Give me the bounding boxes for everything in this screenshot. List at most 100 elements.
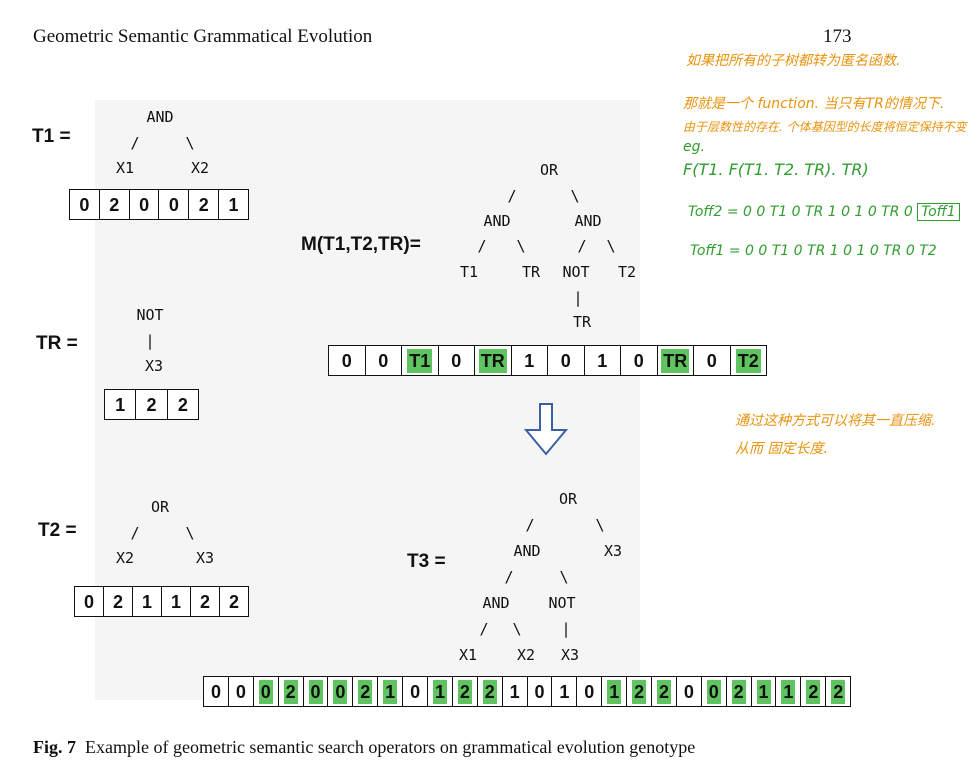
tree-t3-edge-3: / — [504, 568, 514, 586]
tree-m-edge-6: \ — [606, 237, 616, 255]
genotype-value: TR — [478, 348, 507, 373]
genotype-value: 0 — [584, 681, 595, 702]
genotype-value: 2 — [112, 591, 123, 612]
genotype-cell: 1 — [219, 190, 248, 219]
genotype-cell: 2 — [801, 677, 827, 706]
genotype-value: 0 — [333, 679, 348, 704]
tree-t3-edge-5: / — [479, 620, 489, 638]
handwritten-note-9: 从而 固定长度. — [735, 441, 828, 457]
genotype-cell: 2 — [826, 677, 850, 706]
genotype-value: 2 — [199, 591, 210, 612]
figure-caption: Fig. 7 Example of geometric semantic sea… — [33, 737, 695, 758]
genotype-value: T1 — [407, 348, 433, 373]
genotype-value: 2 — [457, 679, 472, 704]
genotype-value: 0 — [79, 194, 90, 215]
genotype-value: 0 — [341, 350, 352, 371]
genotype-cell: 2 — [168, 390, 198, 419]
genotype-value: 1 — [559, 681, 570, 702]
genotype-cell: 1 — [503, 677, 528, 706]
genotype-value: 1 — [170, 591, 181, 612]
genotype-value: 0 — [706, 350, 717, 371]
tree-m-edge-5: / — [577, 237, 587, 255]
genotype-cell: 1 — [105, 390, 137, 419]
tree-t3-and2: AND — [482, 594, 510, 612]
genotype-value: 0 — [560, 350, 571, 371]
genotype-cell: 2 — [191, 587, 220, 616]
tree-m-root: OR — [539, 161, 559, 179]
tree-m-edge-2: \ — [570, 187, 580, 205]
tree-t1-left: X1 — [115, 159, 135, 177]
genotype-value: 1 — [524, 350, 535, 371]
genotype-cell: 1 — [378, 677, 404, 706]
genotype-value: 0 — [235, 681, 246, 702]
genotype-cell: 1 — [512, 346, 548, 375]
tree-t2-edge-right: \ — [185, 524, 195, 542]
genotype-value: TR — [661, 348, 690, 373]
tree-m-edge-4: \ — [516, 237, 526, 255]
handwritten-note-6: Toff2 = 0 0 T1 0 TR 1 0 1 0 TR 0 Toff1 — [688, 203, 960, 221]
genotype-value: 2 — [283, 679, 298, 704]
genotype-cell: 2 — [220, 587, 248, 616]
tree-m-tr-child: TR — [572, 313, 592, 331]
genotype-value: 0 — [168, 194, 179, 215]
tree-t3-edge-4: \ — [559, 568, 569, 586]
genotype-value: 1 — [383, 679, 398, 704]
handwritten-note-3: 由于层数性的存在. 个体基因型的长度将恒定保持不变 — [683, 120, 967, 134]
genotype-cell: 2 — [279, 677, 304, 706]
genotype-cell: 2 — [652, 677, 677, 706]
genotype-cell: 0 — [70, 190, 100, 219]
tree-t3-edge-not: | — [561, 620, 571, 638]
page-number: 173 — [823, 26, 852, 47]
genotype-cell: 1 — [602, 677, 628, 706]
genotype-value: 2 — [731, 679, 746, 704]
tree-m-edge-1: / — [507, 187, 517, 205]
handwritten-note-1: 如果把所有的子树都转为匿名函数. — [686, 53, 901, 69]
tree-m-edge-3: / — [477, 237, 487, 255]
genotype-cell: T2 — [731, 346, 767, 375]
tree-m-and-right: AND — [574, 212, 602, 230]
genotype-value: 1 — [756, 679, 771, 704]
genotype-value: 0 — [633, 350, 644, 371]
tree-m-not: NOT — [562, 263, 590, 281]
genotype-value: 0 — [378, 350, 389, 371]
genotype-cell: T1 — [402, 346, 439, 375]
genotype-cell: 1 — [428, 677, 453, 706]
genotype-value: 0 — [308, 679, 323, 704]
genotype-cell: 2 — [104, 587, 133, 616]
genotype-cell: 0 — [75, 587, 104, 616]
tree-t1-root: AND — [146, 108, 174, 126]
genotype-cell: TR — [658, 346, 694, 375]
figure-caption-text: Example of geometric semantic search ope… — [85, 737, 696, 757]
handwritten-note-6-text: Toff2 = 0 0 T1 0 TR 1 0 1 0 TR 0 — [688, 204, 913, 220]
genotype-value: 0 — [258, 679, 273, 704]
genotype-cell: 2 — [189, 190, 220, 219]
tree-t1-right: X2 — [190, 159, 210, 177]
genotype-cell: 0 — [439, 346, 475, 375]
genotype-cell: 1 — [752, 677, 777, 706]
genotype-cell: 1 — [552, 677, 578, 706]
tree-t2-right: X3 — [195, 549, 215, 567]
genotype-value: 1 — [432, 679, 447, 704]
tree-t3-x1: X1 — [458, 646, 478, 664]
genotype-cell: 2 — [353, 677, 379, 706]
genotype-cell: 0 — [204, 677, 229, 706]
genotype-value: 2 — [358, 679, 373, 704]
genotype-value: 0 — [683, 681, 694, 702]
handwritten-note-6-box: Toff1 — [917, 203, 960, 221]
genotype-value: 1 — [607, 679, 622, 704]
label-tr: TR = — [36, 333, 78, 354]
genotype-cell: 0 — [677, 677, 702, 706]
genotype-value: 0 — [139, 194, 150, 215]
genotype-cell: 0 — [304, 677, 329, 706]
genotype-value: T2 — [735, 348, 761, 373]
tree-t3-x3-leaf: X3 — [560, 646, 580, 664]
genotype-value: 2 — [146, 394, 157, 415]
genotype-cell: 0 — [403, 677, 429, 706]
genotype-value: 0 — [410, 681, 421, 702]
genotype-value: 0 — [210, 681, 221, 702]
genotype-value: 0 — [706, 679, 721, 704]
down-arrow-icon — [523, 403, 569, 456]
tree-m-tr: TR — [521, 263, 541, 281]
